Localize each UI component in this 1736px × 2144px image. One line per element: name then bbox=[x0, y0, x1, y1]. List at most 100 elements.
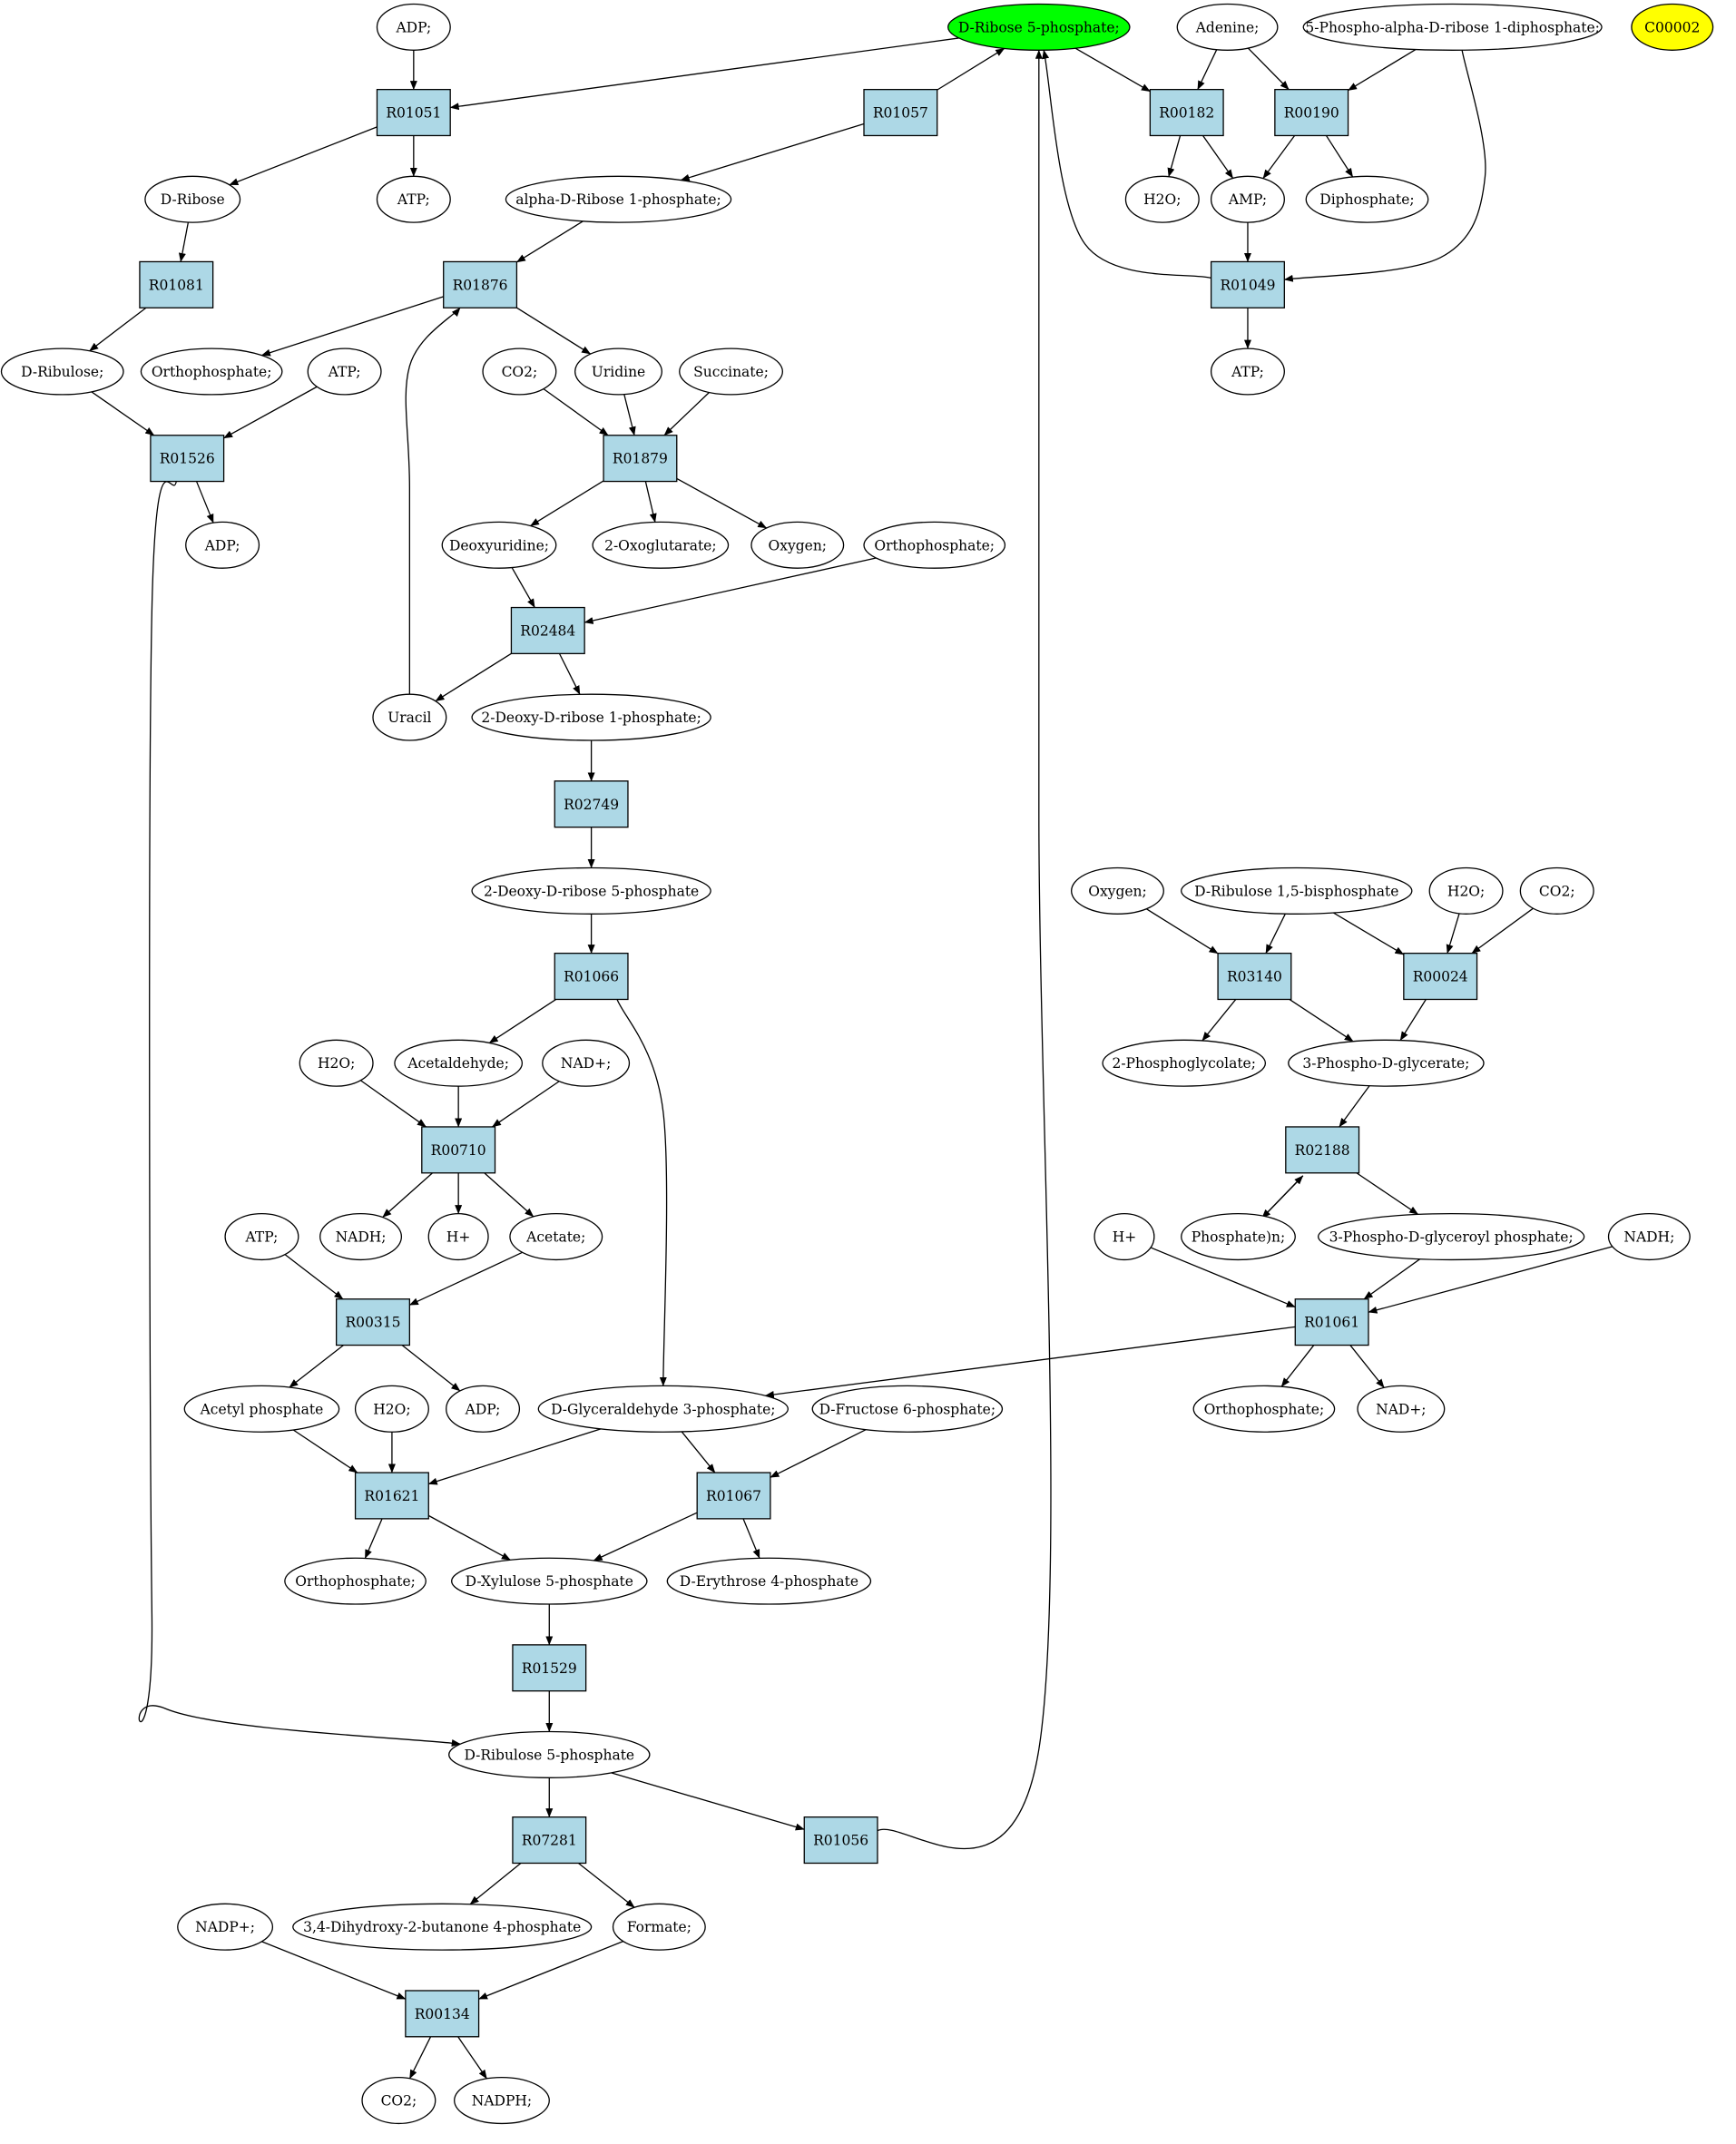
compound-node-d-ribulose-5-phosphate[interactable]: D-Ribulose 5-phosphate bbox=[448, 1730, 651, 1778]
compound-node-formate[interactable]: Formate; bbox=[612, 1903, 706, 1951]
reaction-node-r00182[interactable]: R00182 bbox=[1149, 88, 1224, 137]
node-label: 3-Phospho-D-glycerate; bbox=[1302, 1055, 1469, 1072]
compound-node-nadh[interactable]: NADH; bbox=[1607, 1212, 1691, 1261]
reaction-node-r01526[interactable]: R01526 bbox=[150, 435, 225, 483]
compound-node-co2[interactable]: CO2; bbox=[1519, 866, 1594, 915]
reaction-node-r03140[interactable]: R03140 bbox=[1217, 953, 1292, 1001]
compound-node-d-erythrose-4-phosphate[interactable]: D-Erythrose 4-phosphate bbox=[666, 1557, 872, 1605]
compound-node-d-xylulose-5-phosphate[interactable]: D-Xylulose 5-phosphate bbox=[451, 1557, 648, 1605]
reaction-node-r01529[interactable]: R01529 bbox=[512, 1644, 587, 1692]
compound-node-orthophosphate[interactable]: Orthophosphate; bbox=[140, 348, 283, 396]
compound-node-h2o[interactable]: H2O; bbox=[354, 1385, 429, 1433]
reaction-node-r01051[interactable]: R01051 bbox=[376, 88, 451, 137]
compound-node-amp[interactable]: AMP; bbox=[1210, 175, 1285, 223]
compound-node-orthophosphate[interactable]: Orthophosphate; bbox=[1192, 1385, 1336, 1433]
compound-node-alpha-d-ribose-1-phosphate[interactable]: alpha-D-Ribose 1-phosphate; bbox=[505, 175, 732, 223]
node-label: H2O; bbox=[1143, 191, 1181, 208]
compound-node-orthophosphate[interactable]: Orthophosphate; bbox=[284, 1557, 427, 1605]
compound-node-orthophosphate[interactable]: Orthophosphate; bbox=[863, 521, 1006, 569]
compound-node-5-phospho-alpha-d-ribose-1-diphosphate[interactable]: 5-Phospho-alpha-D-ribose 1-diphosphate; bbox=[1302, 3, 1603, 51]
compound-node-3-phospho-d-glycerate[interactable]: 3-Phospho-D-glycerate; bbox=[1288, 1039, 1485, 1087]
node-label: R01056 bbox=[813, 1833, 868, 1849]
compound-node-atp[interactable]: ATP; bbox=[224, 1212, 299, 1261]
edge-r02188-to-3-phospho-d-glyceroyl-phosphate bbox=[1356, 1172, 1419, 1215]
compound-node-2-phosphoglycolate[interactable]: 2-Phosphoglycolate; bbox=[1102, 1039, 1267, 1087]
compound-ellipse bbox=[505, 175, 732, 223]
edge-r00134-to-co2 bbox=[408, 2036, 432, 2080]
reaction-node-r01081[interactable]: R01081 bbox=[139, 260, 214, 308]
reaction-node-r01061[interactable]: R01061 bbox=[1294, 1298, 1369, 1346]
compound-node-oxygen[interactable]: Oxygen; bbox=[1071, 866, 1164, 915]
compound-node-3-phospho-d-glyceroyl-phosphate[interactable]: 3-Phospho-D-glyceroyl phosphate; bbox=[1318, 1212, 1585, 1261]
compound-node-phosphate-n[interactable]: Phosphate)n; bbox=[1181, 1212, 1296, 1261]
compound-node-h[interactable]: H+ bbox=[427, 1212, 489, 1261]
compound-node-h2o[interactable]: H2O; bbox=[1124, 175, 1200, 223]
compound-node-d-fructose-6-phosphate[interactable]: D-Fructose 6-phosphate; bbox=[811, 1385, 1004, 1433]
compound-ellipse bbox=[482, 348, 557, 396]
compound-node-adp[interactable]: ADP; bbox=[446, 1385, 521, 1433]
compound-node-atp[interactable]: ATP; bbox=[1210, 348, 1285, 396]
compound-node-acetaldehyde[interactable]: Acetaldehyde; bbox=[394, 1039, 524, 1087]
compound-ellipse bbox=[376, 3, 451, 51]
compound-node-co2[interactable]: CO2; bbox=[361, 2076, 436, 2125]
compound-node-oxygen[interactable]: Oxygen; bbox=[750, 521, 845, 569]
compound-node-adenine[interactable]: Adenine; bbox=[1176, 3, 1279, 51]
compound-node-diphosphate[interactable]: Diphosphate; bbox=[1305, 175, 1429, 223]
reaction-node-r07281[interactable]: R07281 bbox=[512, 1816, 587, 1865]
node-label: R07281 bbox=[522, 1833, 577, 1849]
compound-node-d-ribose[interactable]: D-Ribose bbox=[144, 175, 241, 223]
reaction-node-r01876[interactable]: R01876 bbox=[443, 260, 518, 308]
compound-node-3-4-dihydroxy-2-butanone-4-phosphate[interactable]: 3,4-Dihydroxy-2-butanone 4-phosphate bbox=[292, 1903, 593, 1951]
compound-node-adp[interactable]: ADP; bbox=[376, 3, 451, 51]
node-label: Acetyl phosphate bbox=[200, 1401, 324, 1417]
compound-node-2-deoxy-d-ribose-5-phosphate[interactable]: 2-Deoxy-D-ribose 5-phosphate bbox=[471, 866, 711, 915]
compound-node-d-ribulose[interactable]: D-Ribulose; bbox=[0, 348, 124, 396]
compound-node-d-ribulose-1-5-bisphosphate[interactable]: D-Ribulose 1,5-bisphosphate bbox=[1181, 866, 1413, 915]
compound-node-acetyl-phosphate[interactable]: Acetyl phosphate bbox=[183, 1385, 340, 1433]
compound-node-nadh[interactable]: NADH; bbox=[319, 1212, 403, 1261]
node-label: R01061 bbox=[1304, 1315, 1359, 1331]
compound-node-succinate[interactable]: Succinate; bbox=[679, 348, 783, 396]
compound-node-2-deoxy-d-ribose-1-phosphate[interactable]: 2-Deoxy-D-ribose 1-phosphate; bbox=[471, 693, 711, 741]
reaction-node-r01056[interactable]: R01056 bbox=[803, 1816, 878, 1865]
reaction-node-r01879[interactable]: R01879 bbox=[603, 435, 678, 483]
reaction-node-r02188[interactable]: R02188 bbox=[1285, 1126, 1360, 1174]
compound-node-adp[interactable]: ADP; bbox=[185, 521, 260, 569]
reaction-node-r00315[interactable]: R00315 bbox=[335, 1298, 410, 1346]
reaction-node-r01057[interactable]: R01057 bbox=[863, 88, 938, 137]
compound-node-nad[interactable]: NAD+; bbox=[1357, 1385, 1446, 1433]
compound-node-uracil[interactable]: Uracil bbox=[372, 693, 447, 741]
compound-node-h2o[interactable]: H2O; bbox=[1428, 866, 1504, 915]
compound-node-h[interactable]: H+ bbox=[1094, 1212, 1155, 1261]
reaction-node-r00134[interactable]: R00134 bbox=[405, 1990, 480, 2038]
compound-node-nadph[interactable]: NADPH; bbox=[454, 2076, 550, 2125]
compound-node-2-oxoglutarate[interactable]: 2-Oxoglutarate; bbox=[592, 521, 730, 569]
reaction-node-r01049[interactable]: R01049 bbox=[1210, 260, 1285, 308]
node-label: 2-Oxoglutarate; bbox=[604, 537, 717, 553]
compound-node-atp[interactable]: ATP; bbox=[376, 175, 451, 223]
compound-node-d-ribose-5-phosphate[interactable]: D-Ribose 5-phosphate; bbox=[947, 3, 1131, 51]
compound-node-acetate[interactable]: Acetate; bbox=[509, 1212, 603, 1261]
node-label: D-Xylulose 5-phosphate bbox=[466, 1573, 633, 1590]
compound-node-co2[interactable]: CO2; bbox=[482, 348, 557, 396]
compound-ellipse bbox=[537, 1385, 789, 1433]
compound-node-nadp[interactable]: NADP+; bbox=[177, 1903, 274, 1951]
reaction-node-r01066[interactable]: R01066 bbox=[554, 953, 629, 1001]
reaction-node-r01067[interactable]: R01067 bbox=[696, 1472, 771, 1520]
reaction-node-r00024[interactable]: R00024 bbox=[1403, 953, 1478, 1001]
reaction-node-r02749[interactable]: R02749 bbox=[554, 780, 629, 828]
compound-node-deoxyuridine[interactable]: Deoxyuridine; bbox=[441, 521, 557, 569]
compound-node-c00002[interactable]: C00002 bbox=[1631, 3, 1714, 51]
node-label: R01049 bbox=[1220, 277, 1275, 293]
compound-node-uridine[interactable]: Uridine bbox=[574, 348, 662, 396]
reaction-node-r01621[interactable]: R01621 bbox=[354, 1472, 429, 1520]
compound-ellipse bbox=[1631, 3, 1714, 51]
compound-node-h2o[interactable]: H2O; bbox=[299, 1039, 374, 1087]
reaction-node-r02484[interactable]: R02484 bbox=[510, 606, 585, 655]
compound-node-d-glyceraldehyde-3-phosphate[interactable]: D-Glyceraldehyde 3-phosphate; bbox=[537, 1385, 789, 1433]
compound-node-atp[interactable]: ATP; bbox=[307, 348, 382, 396]
reaction-node-r00190[interactable]: R00190 bbox=[1274, 88, 1349, 137]
compound-node-nad[interactable]: NAD+; bbox=[542, 1039, 631, 1087]
node-label: R01876 bbox=[453, 277, 508, 293]
reaction-node-r00710[interactable]: R00710 bbox=[421, 1126, 496, 1174]
